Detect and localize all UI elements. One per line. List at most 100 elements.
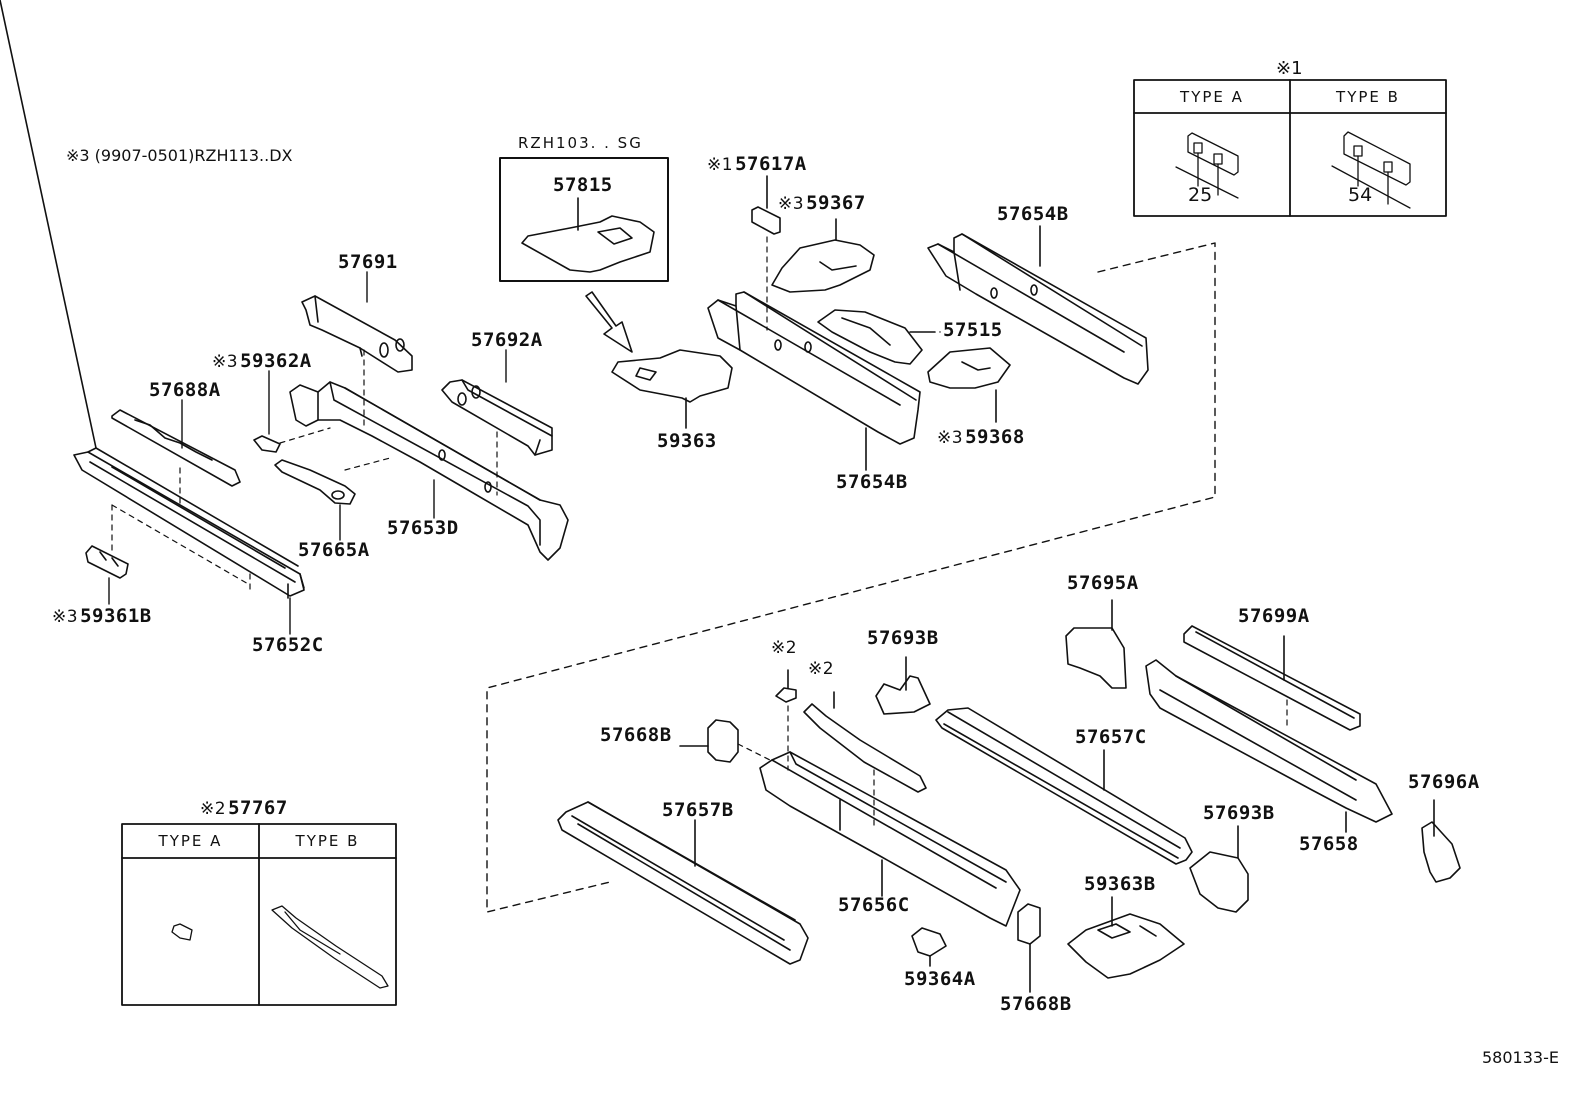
applicability-note: ※3 (9907-0501)RZH113..DX <box>66 146 293 165</box>
part-mark: ※3 <box>778 194 805 214</box>
part-59368-drawing <box>927 347 1011 423</box>
part-number: 59368 <box>965 426 1025 448</box>
part-label-57815[interactable]: 57815 <box>553 174 613 196</box>
part-note2-bracket-b-drawing <box>803 691 927 793</box>
part-number: 59362A <box>240 350 312 372</box>
part-number: 57692A <box>471 329 543 351</box>
part-number: 57657C <box>1075 726 1147 748</box>
part-number: 57515 <box>943 319 1003 341</box>
part-57657b-drawing <box>557 801 809 965</box>
inset-rzh103-title: RZH103. . SG <box>518 134 643 152</box>
note1-type-a-drawing <box>1175 132 1239 199</box>
part-59363b-drawing <box>1067 896 1185 979</box>
part-label-57652c[interactable]: 57652C <box>250 636 324 655</box>
part-label-57699a[interactable]: 57699A <box>1236 607 1310 626</box>
part-57654b-lower-drawing <box>707 291 921 471</box>
part-57656c-drawing <box>759 751 1021 927</box>
part-number: 57668B <box>1000 993 1072 1015</box>
part-57688a-drawing <box>111 409 241 487</box>
part-label-59364a[interactable]: 59364A <box>902 970 976 989</box>
assembly-group-outline <box>486 242 1216 913</box>
part-57691-drawing <box>301 295 413 373</box>
part-label-57693b-top[interactable]: 57693B <box>865 629 939 648</box>
part-57668b-left-drawing <box>679 719 739 763</box>
part-57693b-bottom-drawing <box>1189 825 1249 913</box>
part-57652c-drawing <box>0 0 305 599</box>
part-number: 59361B <box>80 605 152 627</box>
note2-mark: ※2 <box>200 799 227 819</box>
part-label-57692a[interactable]: 57692A <box>469 331 543 350</box>
part-mark: ※1 <box>707 155 734 175</box>
note2-type-a-drawing <box>171 923 193 941</box>
note2-part-number: 57767 <box>228 797 288 819</box>
part-57654b-upper-drawing <box>927 225 1149 385</box>
part-57699a-drawing <box>1183 625 1361 731</box>
illustration-code: 580133-E <box>1482 1048 1559 1067</box>
note1-dimension-a: 25 <box>1188 184 1213 206</box>
note2-col-type-b: TYPE B <box>295 832 360 850</box>
part-number: 57657B <box>662 799 734 821</box>
part-note2-bracket-a-drawing <box>775 669 797 703</box>
part-number: 57668B <box>600 724 672 746</box>
part-label-57515[interactable]: 57515 <box>941 321 1003 340</box>
arrow-inset-to-assembly <box>585 291 633 353</box>
part-label-57688a[interactable]: 57688A <box>147 381 221 400</box>
connector-lines-lower <box>737 699 1288 831</box>
part-label-57668b-left[interactable]: 57668B <box>598 726 672 745</box>
note2-col-type-a: TYPE A <box>158 832 223 850</box>
note1-table-mark: ※1 <box>1276 58 1303 79</box>
inset-rzh103-box <box>499 157 669 282</box>
part-number: 57652C <box>252 634 324 656</box>
note1-dimension-b: 54 <box>1348 184 1373 206</box>
part-59367-drawing <box>771 218 875 293</box>
part-label-57653d[interactable]: 57653D <box>385 519 459 538</box>
part-number: 57665A <box>298 539 370 561</box>
part-number: 57656C <box>838 894 910 916</box>
part-number: 59363 <box>657 430 717 452</box>
part-number: 59367 <box>806 192 866 214</box>
part-label-57657b[interactable]: 57657B <box>660 801 734 820</box>
part-number: 59363B <box>1084 873 1156 895</box>
part-mark: ※2 <box>771 638 798 658</box>
part-label-57665a[interactable]: 57665A <box>296 541 370 560</box>
part-label-57657c[interactable]: 57657C <box>1073 728 1147 747</box>
part-number: 57693B <box>1203 802 1275 824</box>
part-label-note2-b[interactable]: ※2 <box>808 659 836 678</box>
part-59362a-drawing <box>253 435 281 453</box>
part-number: 57699A <box>1238 605 1310 627</box>
part-label-57668b-bottom[interactable]: 57668B <box>998 995 1072 1014</box>
note1-col-type-a: TYPE A <box>1180 88 1244 106</box>
part-label-57656c[interactable]: 57656C <box>836 896 910 915</box>
part-57815-drawing <box>521 197 655 273</box>
part-number: 57617A <box>735 153 807 175</box>
part-label-57654b-bottom[interactable]: 57654B <box>834 473 908 492</box>
part-label-59363b[interactable]: 59363B <box>1082 875 1156 894</box>
part-label-57695a[interactable]: 57695A <box>1065 574 1139 593</box>
part-57693b-top-drawing <box>875 656 931 715</box>
part-57658-drawing <box>1145 659 1393 833</box>
part-number: 57693B <box>867 627 939 649</box>
part-label-57658[interactable]: 57658 <box>1297 835 1359 854</box>
part-number: 59364A <box>904 968 976 990</box>
part-label-note2-a[interactable]: ※2 <box>771 638 799 657</box>
leader-lines <box>108 271 941 635</box>
part-57657c-drawing <box>935 707 1193 865</box>
part-label-57696a[interactable]: 57696A <box>1406 773 1480 792</box>
part-label-57693b-bottom[interactable]: 57693B <box>1201 804 1275 823</box>
note1-type-b-drawing <box>1331 131 1411 209</box>
note2-table-grid <box>121 823 397 1006</box>
part-label-57654b-top[interactable]: 57654B <box>995 205 1069 224</box>
note1-col-type-b: TYPE B <box>1336 88 1400 106</box>
part-57668b-bottom-drawing <box>1017 903 1041 993</box>
part-mark: ※2 <box>808 659 835 679</box>
part-57695a-drawing <box>1065 599 1127 689</box>
part-label-59363[interactable]: 59363 <box>655 432 717 451</box>
part-label-57691[interactable]: 57691 <box>336 253 398 272</box>
